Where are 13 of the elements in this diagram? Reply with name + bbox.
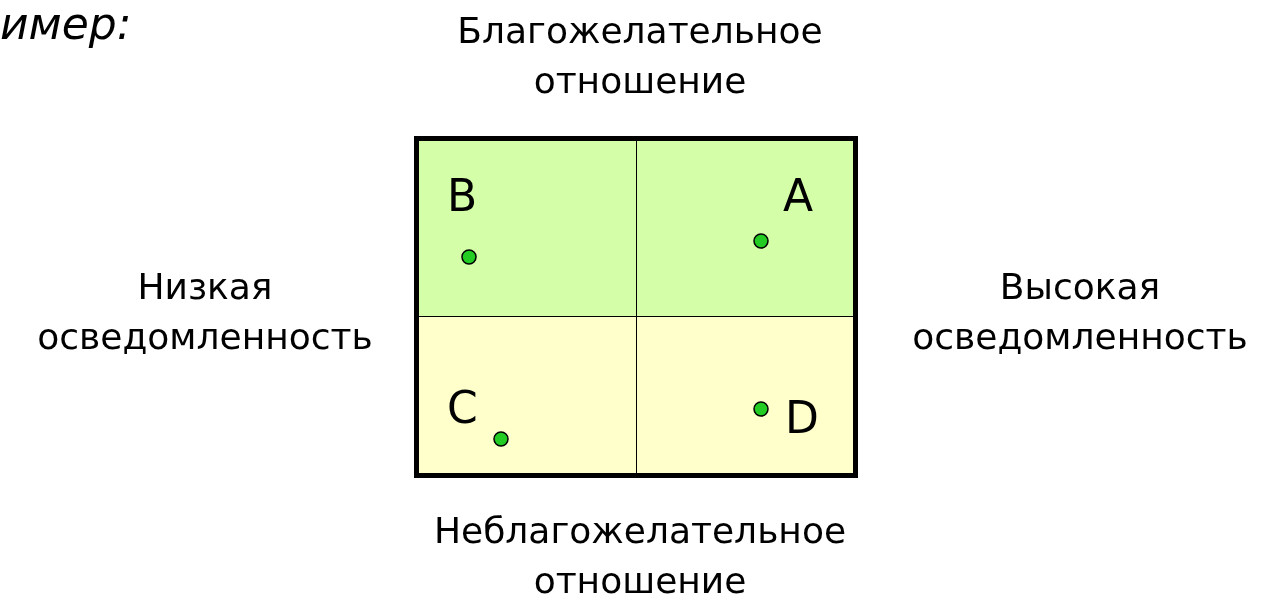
quadrant: [636, 140, 854, 317]
quadrant: [418, 140, 637, 317]
quadrant: [636, 316, 854, 474]
quadrant-letter: D: [785, 393, 819, 443]
heading: имер:: [0, 0, 132, 51]
quadrant-letter: A: [783, 171, 814, 221]
quadrant-letter: C: [447, 383, 478, 433]
axis-label: Высокая осведомленность: [911, 265, 1249, 359]
axis-label: Низкая осведомленность: [36, 265, 374, 359]
axis-label: Неблагожелательное отношение: [432, 509, 848, 603]
axis-label: Благожелательное отношение: [456, 9, 824, 103]
quadrant: [418, 316, 637, 474]
quadrant-letter: B: [447, 171, 478, 221]
